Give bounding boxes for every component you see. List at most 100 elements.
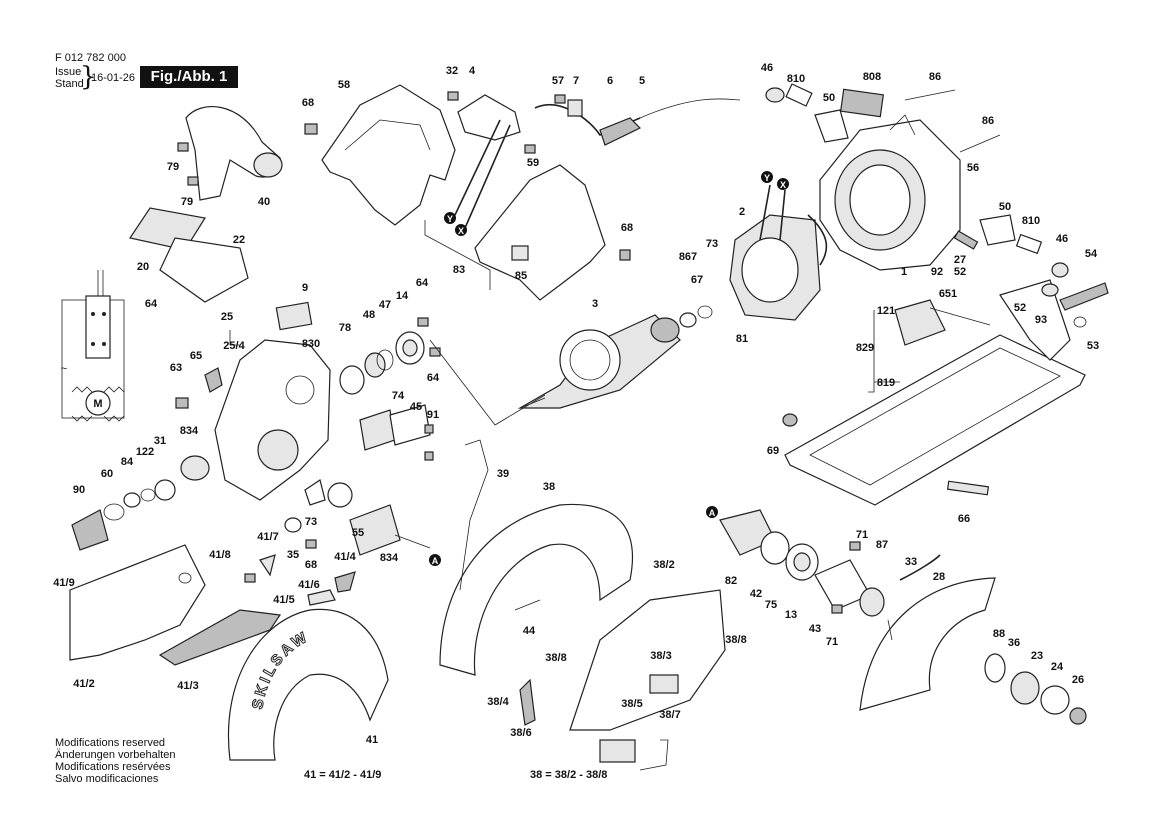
svg-text:Y: Y: [764, 173, 770, 183]
guard-41-equation: 41 = 41/2 - 41/9: [304, 769, 382, 781]
part-label: 44: [523, 625, 536, 637]
part-label: 50: [999, 201, 1011, 213]
part-label: 41/8: [209, 549, 230, 561]
marker-y-stator: Y: [761, 171, 773, 183]
svg-text:A: A: [709, 508, 716, 518]
part-label: 67: [691, 274, 703, 286]
part-label: 60: [101, 468, 113, 480]
part-label: 65: [190, 350, 202, 362]
part-label: 40: [258, 196, 270, 208]
part-label: 68: [302, 97, 314, 109]
part-label: 25: [221, 311, 233, 323]
bearings-row: [339, 317, 546, 426]
part-label: 819: [877, 377, 895, 389]
part-label: 808: [863, 71, 881, 83]
part-label: 64: [416, 277, 429, 289]
guard-cover-38-2: [519, 589, 726, 771]
part-label: 87: [876, 539, 888, 551]
part-label: 46: [1056, 233, 1068, 245]
part-label: 830: [302, 338, 320, 350]
part-label: 4: [469, 65, 476, 77]
part-label: 82: [725, 575, 737, 587]
part-label: 27: [954, 254, 966, 266]
part-label: 3: [592, 298, 598, 310]
part-label: 79: [181, 196, 193, 208]
part-label: 38: [543, 481, 555, 493]
part-label: 26: [1072, 674, 1084, 686]
part-label: 23: [1031, 650, 1043, 662]
part-label: 84: [121, 456, 134, 468]
part-label: 63: [170, 362, 182, 374]
guard-38-equation: 38 = 38/2 - 38/8: [530, 769, 608, 781]
part-label: 38/3: [650, 650, 671, 662]
part-label: 41/3: [177, 680, 198, 692]
modifications-notes: Modifications reserved Änderungen vorbeh…: [55, 737, 175, 785]
brush-holders: [765, 83, 1069, 278]
part-label: 73: [706, 238, 718, 250]
part-label: 6: [607, 75, 613, 87]
part-label: 651: [939, 288, 957, 300]
note-line: Änderungen vorbehalten: [55, 749, 176, 761]
part-label: 64: [145, 298, 158, 310]
part-label: 68: [621, 222, 633, 234]
wiring-schematic: M ~: [61, 270, 125, 422]
housing-half-top: [304, 84, 456, 226]
handle-40: [177, 106, 283, 201]
part-label: 38/4: [487, 696, 509, 708]
part-label: 55: [352, 527, 364, 539]
part-label: 79: [167, 161, 179, 173]
part-label: 41: [366, 734, 378, 746]
part-label: 68: [305, 559, 317, 571]
part-label: 121: [877, 305, 895, 317]
issue-label: Issue: [55, 66, 82, 78]
part-label: 28: [933, 571, 945, 583]
part-label: 59: [527, 157, 539, 169]
svg-text:M: M: [93, 398, 102, 410]
brace-symbol: }: [80, 62, 97, 92]
part-number-labels: 32 4 57 7 6 5 58 68 59 79 79 40 46 810 8…: [53, 62, 1099, 746]
part-label: 56: [967, 162, 979, 174]
part-label: 78: [339, 322, 351, 334]
label-plates: [129, 207, 313, 331]
part-label: 81: [736, 333, 748, 345]
part-label: 867: [679, 251, 697, 263]
part-label: 42: [750, 588, 762, 600]
part-label: 5: [639, 75, 645, 87]
part-label: 46: [761, 62, 773, 74]
note-line: Salvo modificaciones: [55, 773, 159, 785]
part-label: 122: [136, 446, 154, 458]
gear-housing-830: [175, 339, 331, 501]
issue-date: 16-01-26: [91, 72, 136, 84]
part-label: 35: [287, 549, 299, 561]
svg-text:X: X: [780, 180, 786, 190]
part-label: 50: [823, 92, 835, 104]
part-label: 13: [785, 609, 797, 621]
svg-text:A: A: [432, 556, 439, 566]
svg-text:Y: Y: [447, 214, 453, 224]
part-label: 93: [1035, 314, 1047, 326]
part-label: 41/5: [273, 594, 294, 606]
part-label: 9: [302, 282, 308, 294]
part-label: 22: [233, 234, 245, 246]
part-label: 38/5: [621, 698, 642, 710]
part-label: 73: [305, 516, 317, 528]
part-label: 829: [856, 342, 874, 354]
part-label: 834: [380, 552, 399, 564]
part-label: 90: [73, 484, 85, 496]
part-label: 86: [982, 115, 994, 127]
part-label: 48: [363, 309, 375, 321]
part-label: 33: [905, 556, 917, 568]
part-label: 43: [809, 623, 821, 635]
part-label: 1: [901, 266, 907, 278]
stand-label: Stand: [55, 78, 84, 90]
svg-text:X: X: [458, 226, 464, 236]
flange-bearing-set: [719, 509, 885, 617]
housing-half-bottom: [474, 164, 631, 301]
armature-3: [517, 305, 713, 409]
part-label: 41/7: [257, 531, 278, 543]
part-label: 14: [396, 290, 409, 302]
part-label: 71: [826, 636, 838, 648]
part-label: 41/4: [334, 551, 356, 563]
